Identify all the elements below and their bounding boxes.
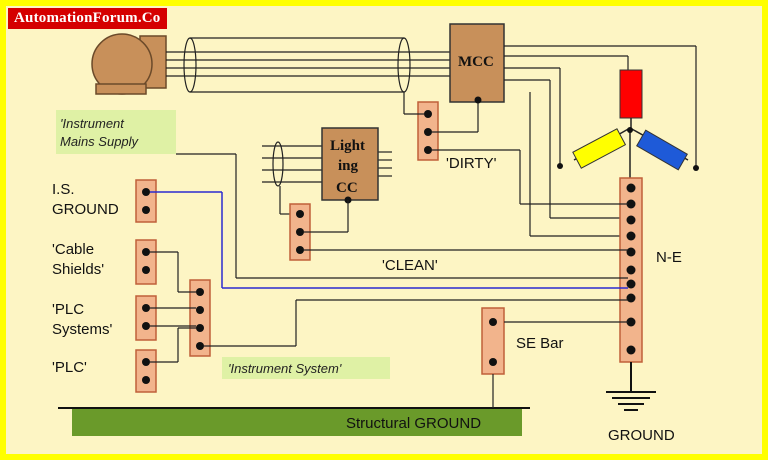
clean-label: 'CLEAN' bbox=[382, 257, 438, 274]
instrument-system-label: 'Instrument System' bbox=[228, 361, 342, 376]
instrument-system-highlight bbox=[222, 357, 390, 379]
cable-shields-terminal bbox=[135, 239, 157, 285]
dirty-wires bbox=[403, 92, 628, 205]
motor-cable bbox=[166, 37, 452, 93]
ground-label: GROUND bbox=[608, 427, 675, 444]
plc-systems-label-2: Systems' bbox=[52, 321, 113, 338]
structural-ground-label: Structural GROUND bbox=[346, 415, 481, 432]
ne-label: N-E bbox=[656, 249, 682, 266]
structural-ground-bar bbox=[72, 408, 522, 436]
ne-bar bbox=[619, 177, 643, 363]
plc-systems-label-1: 'PLC bbox=[52, 301, 84, 318]
instrument-system-terminal bbox=[189, 279, 211, 357]
mcc-box bbox=[449, 23, 505, 103]
mcc-label: MCC bbox=[458, 54, 494, 70]
dirty-terminal bbox=[417, 101, 439, 161]
plc-terminal bbox=[135, 349, 157, 393]
is-ground-terminal bbox=[135, 179, 157, 223]
transformer-star-icon bbox=[557, 69, 699, 180]
se-wires bbox=[492, 321, 628, 408]
plc-systems-terminal bbox=[135, 295, 157, 341]
motor-icon bbox=[91, 33, 167, 95]
instrument-mains-label-1: 'Instrument bbox=[60, 116, 125, 131]
lighting-label-1: Light bbox=[330, 138, 365, 154]
earth-ground-icon bbox=[606, 362, 656, 411]
instrument-mains-label-2: Mains Supply bbox=[60, 134, 140, 149]
brand-logo: AutomationForum.Co bbox=[8, 8, 167, 29]
instrument-system-wires bbox=[150, 251, 628, 363]
instrument-mains-highlight bbox=[56, 110, 176, 154]
cable-shields-label-1: 'Cable bbox=[52, 241, 94, 258]
mcc-outgoing-wires bbox=[504, 45, 697, 237]
instrument-mains-wires bbox=[176, 153, 628, 279]
cable-shields-label-2: Shields' bbox=[52, 261, 104, 278]
lighting-wires bbox=[304, 200, 628, 251]
lighting-label-3: CC bbox=[336, 180, 358, 196]
plc-label: 'PLC' bbox=[52, 359, 87, 376]
dirty-label: 'DIRTY' bbox=[446, 155, 497, 172]
se-bar-label: SE Bar bbox=[516, 335, 564, 352]
se-bar bbox=[481, 307, 505, 375]
lighting-label-2: ing bbox=[338, 158, 359, 174]
is-ground-wire bbox=[150, 191, 628, 289]
lighting-cable bbox=[262, 141, 392, 215]
is-ground-label-1: I.S. bbox=[52, 181, 75, 198]
is-ground-label-2: GROUND bbox=[52, 201, 119, 218]
